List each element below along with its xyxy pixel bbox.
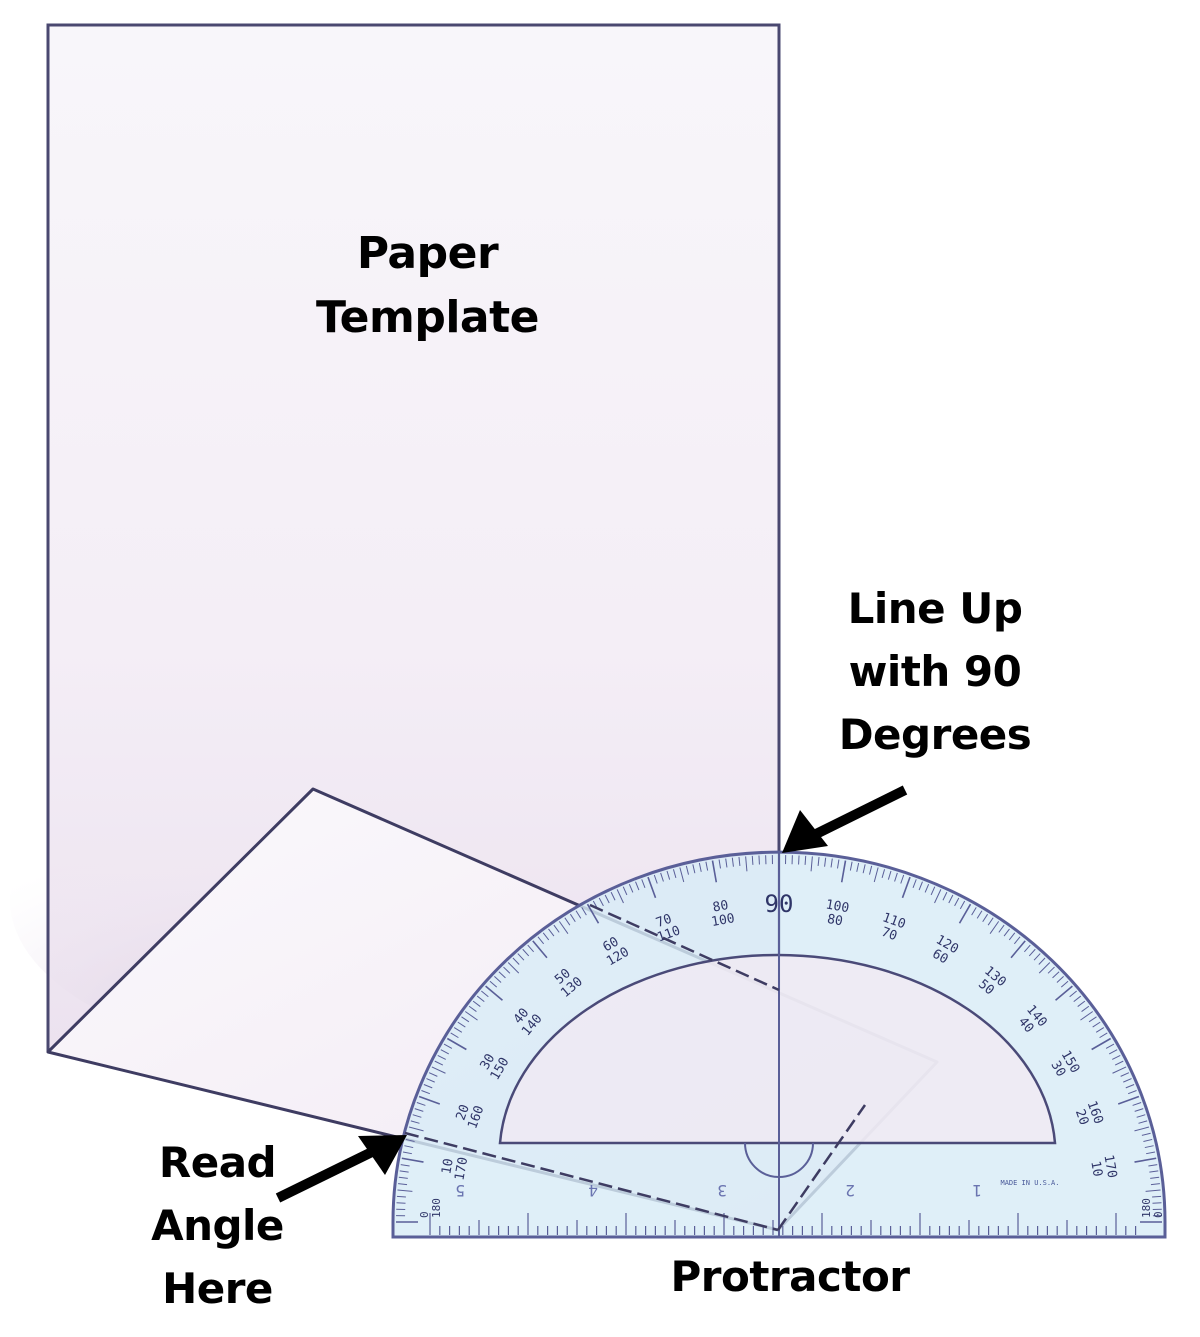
paper-template-label: Paper Template xyxy=(300,232,555,360)
svg-text:3: 3 xyxy=(717,1181,727,1200)
protractor-label: Protractor xyxy=(640,1256,940,1298)
svg-text:1: 1 xyxy=(972,1181,982,1200)
protractor-90-label: 90 xyxy=(765,890,794,918)
maker-mark: MADE IN U.S.A. xyxy=(1000,1179,1059,1187)
svg-text:10: 10 xyxy=(1087,1160,1104,1178)
svg-text:0: 0 xyxy=(1152,1211,1165,1218)
svg-text:80: 80 xyxy=(826,912,844,929)
svg-text:180: 180 xyxy=(430,1198,443,1218)
svg-text:4: 4 xyxy=(588,1181,598,1200)
read-angle-label: Read Angle Here xyxy=(120,1142,315,1331)
line-up-arrow xyxy=(782,790,905,853)
svg-text:2: 2 xyxy=(845,1181,855,1200)
line-up-90-label: Line Up with 90 Degrees xyxy=(810,588,1060,777)
svg-text:5: 5 xyxy=(455,1181,465,1200)
